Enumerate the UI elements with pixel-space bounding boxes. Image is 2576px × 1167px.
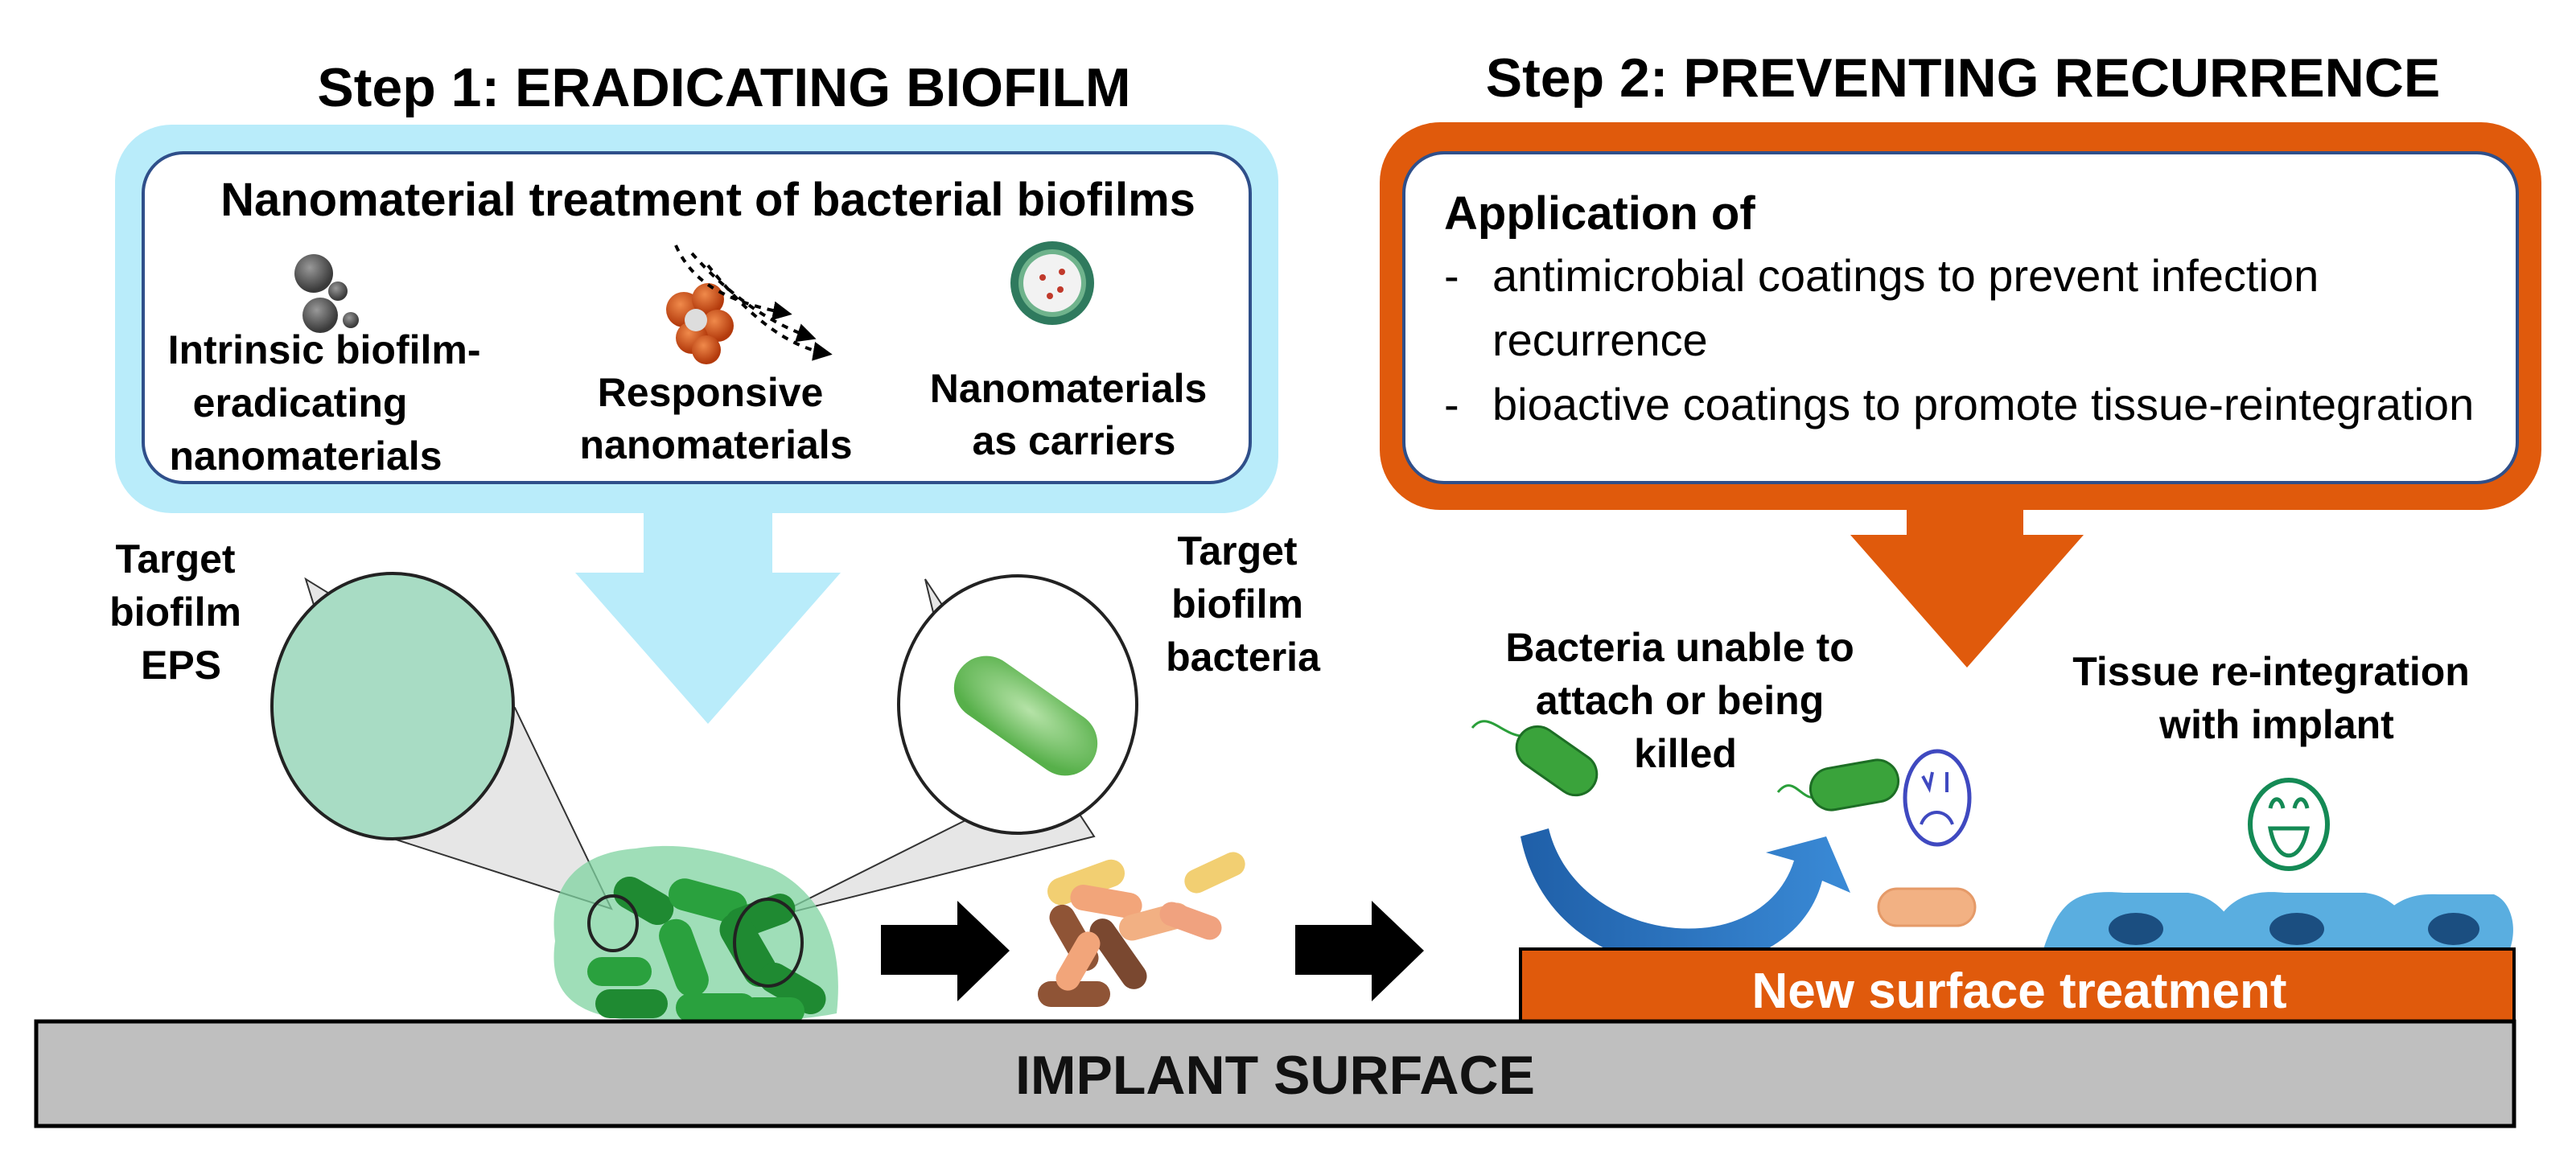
step2-down-arrow <box>1850 510 2084 668</box>
happy-face-icon <box>2248 778 2330 871</box>
item-intrinsic-label: Intrinsic biofilm- eradicating nanomater… <box>168 327 492 479</box>
item-responsive-label: Responsive nanomaterials <box>579 370 852 467</box>
sad-face-icon <box>1903 749 1972 847</box>
bullet-1-text: antimicrobial coatings to prevent infect… <box>1492 250 2331 365</box>
repelled-bacterium-2 <box>1776 758 1900 812</box>
tissue-reintegration-label: Tissue re-integration with implant <box>2072 649 2481 747</box>
repelled-bacterium-1 <box>1471 720 1599 797</box>
nanocarrier-liposome-icon <box>1010 241 1094 325</box>
eps-zoom-source <box>587 894 639 952</box>
biofilm-cluster <box>553 845 838 1025</box>
repel-curved-arrow <box>1520 828 1850 968</box>
target-bacteria-label: Target biofilm bacteria <box>1166 528 1321 680</box>
step2-heading: Application of <box>1444 187 1755 240</box>
bullet-1-dash: - <box>1444 250 1459 301</box>
tissue-cells <box>2043 892 2513 949</box>
nanoparticle-cluster-icon <box>294 254 359 333</box>
new-surface-treatment-label: New surface treatment <box>1751 964 2286 1019</box>
process-arrow-1 <box>881 901 1010 1001</box>
new-surface-treatment-bar <box>1519 947 2516 1031</box>
responsive-nanomaterial-icon <box>666 244 833 364</box>
step1-box-title: Nanomaterial treatment of bacterial biof… <box>220 174 1195 226</box>
repelled-bacterium-3 <box>1877 887 1977 927</box>
eps-zoom-circle <box>270 572 515 840</box>
bacterium-zoomed <box>953 655 1098 776</box>
step1-title: Step 1: ERADICATING BIOFILM <box>317 57 1130 118</box>
item-carriers-label: Nanomaterials as carriers <box>930 366 1219 463</box>
process-arrow-2 <box>1295 901 1424 1001</box>
bullet-2-text: bioactive coatings to promote tissue-rei… <box>1492 379 2474 429</box>
dispersed-bacteria <box>1038 852 1245 1007</box>
bacteria-unable-label: Bacteria unable to attach or being kille… <box>1505 625 1865 776</box>
bacteria-zoom-source <box>733 898 804 988</box>
implant-surface-bar <box>34 1019 2516 1128</box>
target-eps-label: Target biofilm EPS <box>109 536 253 688</box>
step2-title: Step 2: PREVENTING RECURRENCE <box>1486 47 2440 109</box>
step1-down-arrow <box>575 513 841 724</box>
step2-inner-box <box>1402 151 2519 484</box>
bullet-2-dash: - <box>1444 379 1459 429</box>
implant-surface-label: IMPLANT SURFACE <box>1015 1045 1535 1106</box>
